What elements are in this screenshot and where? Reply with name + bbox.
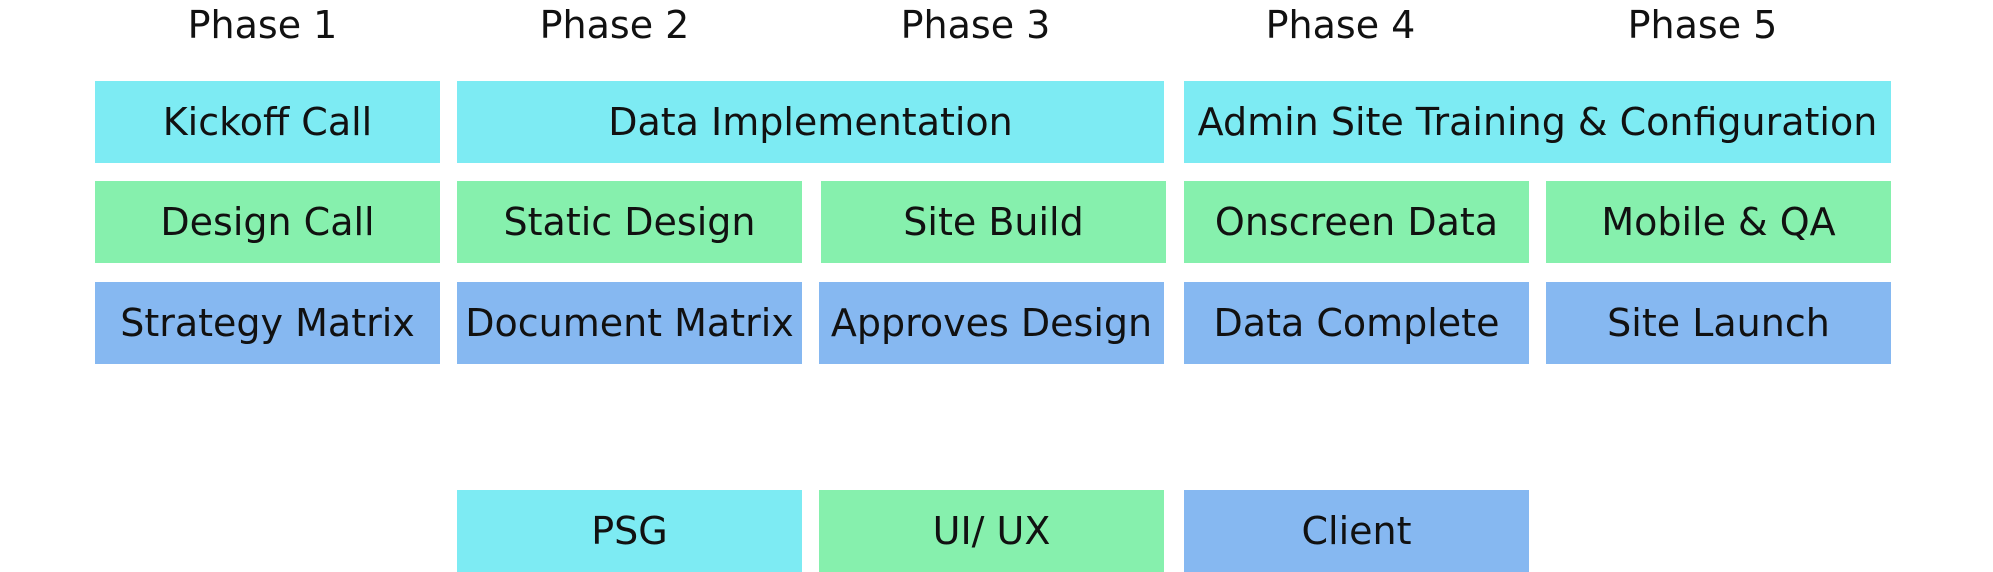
phase-2-label: Phase 2 — [539, 3, 690, 47]
site-launch-box: Site Launch — [1546, 282, 1891, 364]
phase-1-label: Phase 1 — [187, 3, 338, 47]
kickoff-call-box: Kickoff Call — [95, 81, 440, 163]
approves-design-box: Approves Design — [819, 282, 1164, 364]
legend-client: Client — [1184, 490, 1529, 572]
static-design-box: Static Design — [457, 181, 802, 263]
document-matrix-box: Document Matrix — [457, 282, 802, 364]
data-complete-box: Data Complete — [1184, 282, 1529, 364]
phase-3-label: Phase 3 — [900, 3, 1051, 47]
data-implementation-box: Data Implementation — [457, 81, 1164, 163]
onscreen-data-box: Onscreen Data — [1184, 181, 1529, 263]
design-call-box: Design Call — [95, 181, 440, 263]
phase-5-label: Phase 5 — [1627, 3, 1778, 47]
site-build-box: Site Build — [821, 181, 1166, 263]
mobile-qa-box: Mobile & QA — [1546, 181, 1891, 263]
phase-4-label: Phase 4 — [1265, 3, 1416, 47]
admin-site-training-box: Admin Site Training & Configuration — [1184, 81, 1891, 163]
strategy-matrix-box: Strategy Matrix — [95, 282, 440, 364]
legend-psg: PSG — [457, 490, 802, 572]
legend-ui-ux: UI/ UX — [819, 490, 1164, 572]
